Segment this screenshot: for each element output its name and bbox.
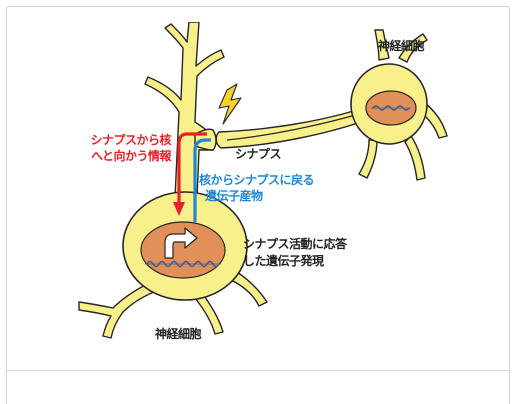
lower-neuron-dendrites [78,271,268,339]
activity-label-line1: シナプス活動に応答 [243,237,347,251]
caption-divider [6,370,510,371]
axon [215,109,362,149]
spark-icon [218,83,242,125]
main-dendrite [144,22,225,199]
diagram-drawing [78,22,448,339]
upper-neuron-label: 神経細胞 [378,39,425,53]
blue-signal-line [193,138,211,222]
activity-label-line2: した遺伝子発現 [243,254,324,268]
synapse-label: シナプス [235,147,282,161]
axon-line [226,113,360,141]
neuron-synapse-diagram: 神経細胞 シナプス シナプスから核 へと向かう情報 核からシナプスに戻る 遺伝子… [27,22,491,356]
red-signal-label-line2: へと向かう情報 [91,149,171,163]
red-signal-label-line1: シナプスから核 [90,133,171,147]
red-signal-arrow [177,132,207,204]
blue-signal-label-line1: 核からシナプスに戻る [199,173,315,187]
blue-signal-label-line2: 遺伝子産物 [205,189,263,203]
lower-nucleus [140,221,226,279]
red-arrowhead [173,202,185,216]
figure-frame [6,6,510,404]
lower-neuron-label: 神経細胞 [155,327,202,341]
transcription-arrow-icon [164,227,198,259]
